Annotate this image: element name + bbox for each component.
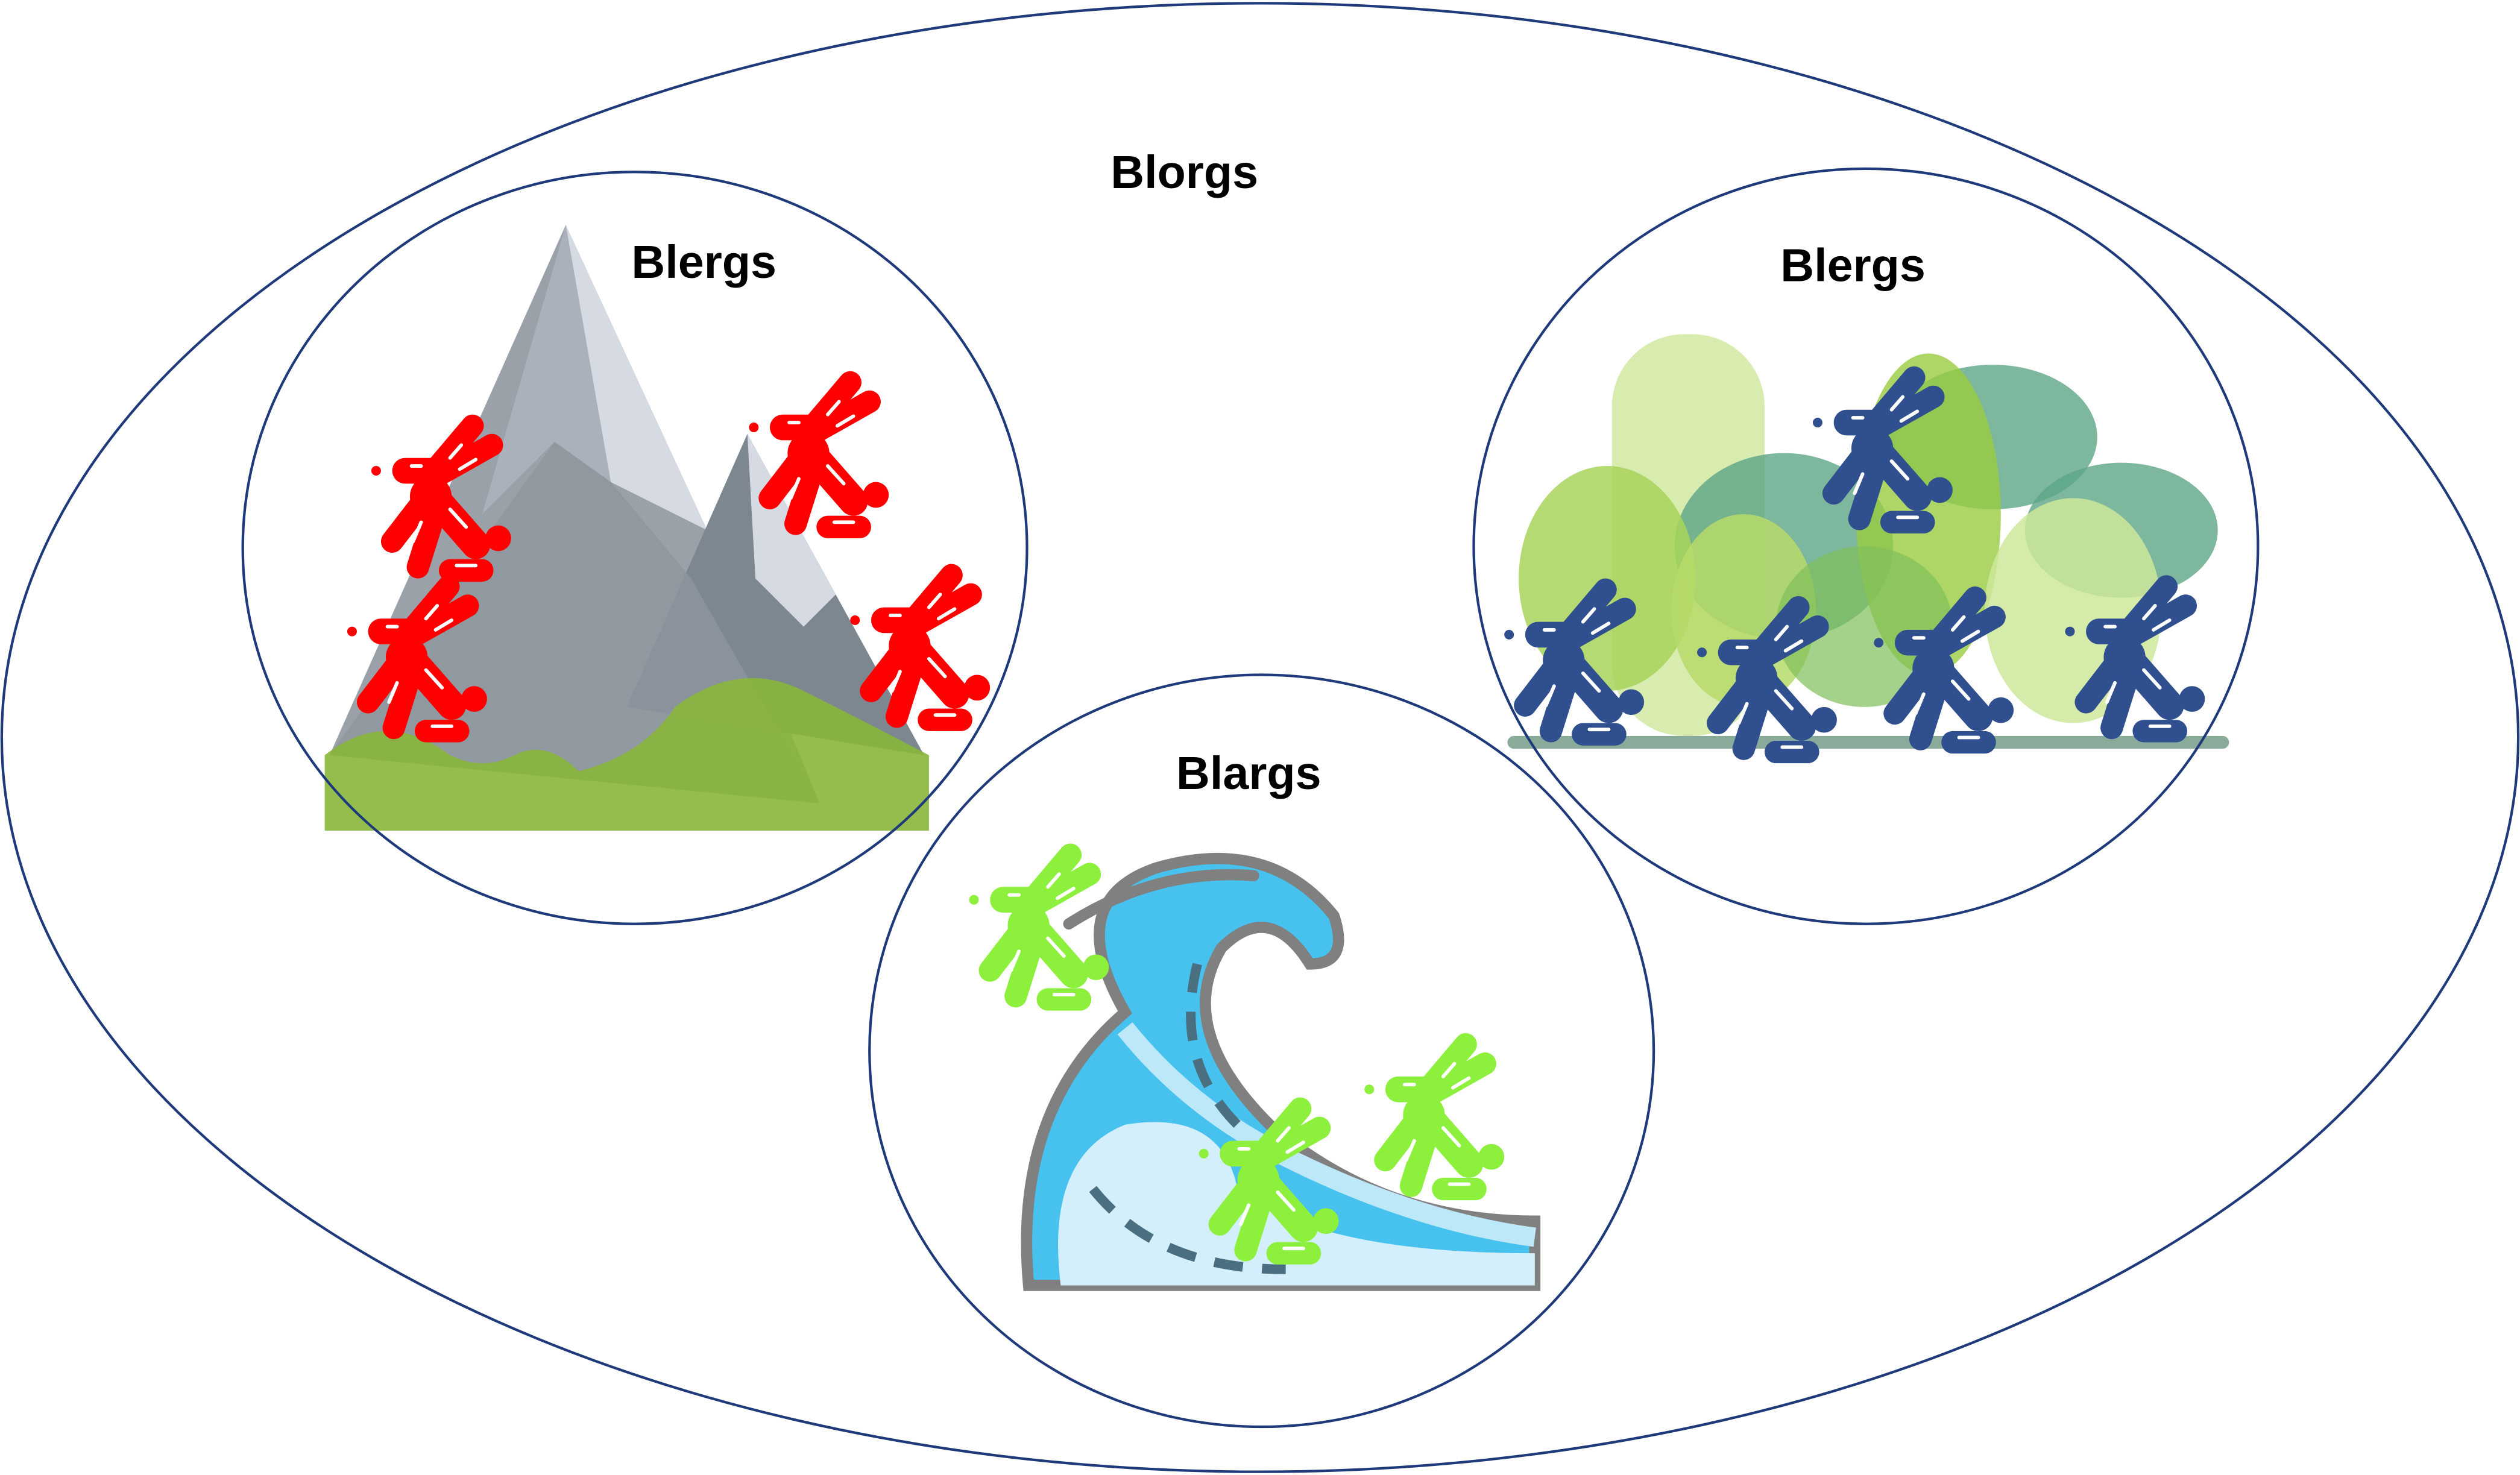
green-rabbit	[1364, 1045, 1504, 1189]
forest-set-label: Blergs	[1780, 239, 1926, 291]
outer-set-label: Blorgs	[1110, 146, 1258, 198]
wave-set-label: Blargs	[1176, 747, 1321, 799]
wave-set-outline	[868, 673, 1655, 1429]
red-rabbit	[749, 382, 889, 527]
forest-set-outline	[1472, 167, 2260, 925]
mountain-set-label: Blergs	[631, 236, 776, 288]
mountain-set-outline	[241, 171, 1028, 925]
green-rabbit	[969, 855, 1109, 999]
red-rabbit	[850, 575, 990, 720]
